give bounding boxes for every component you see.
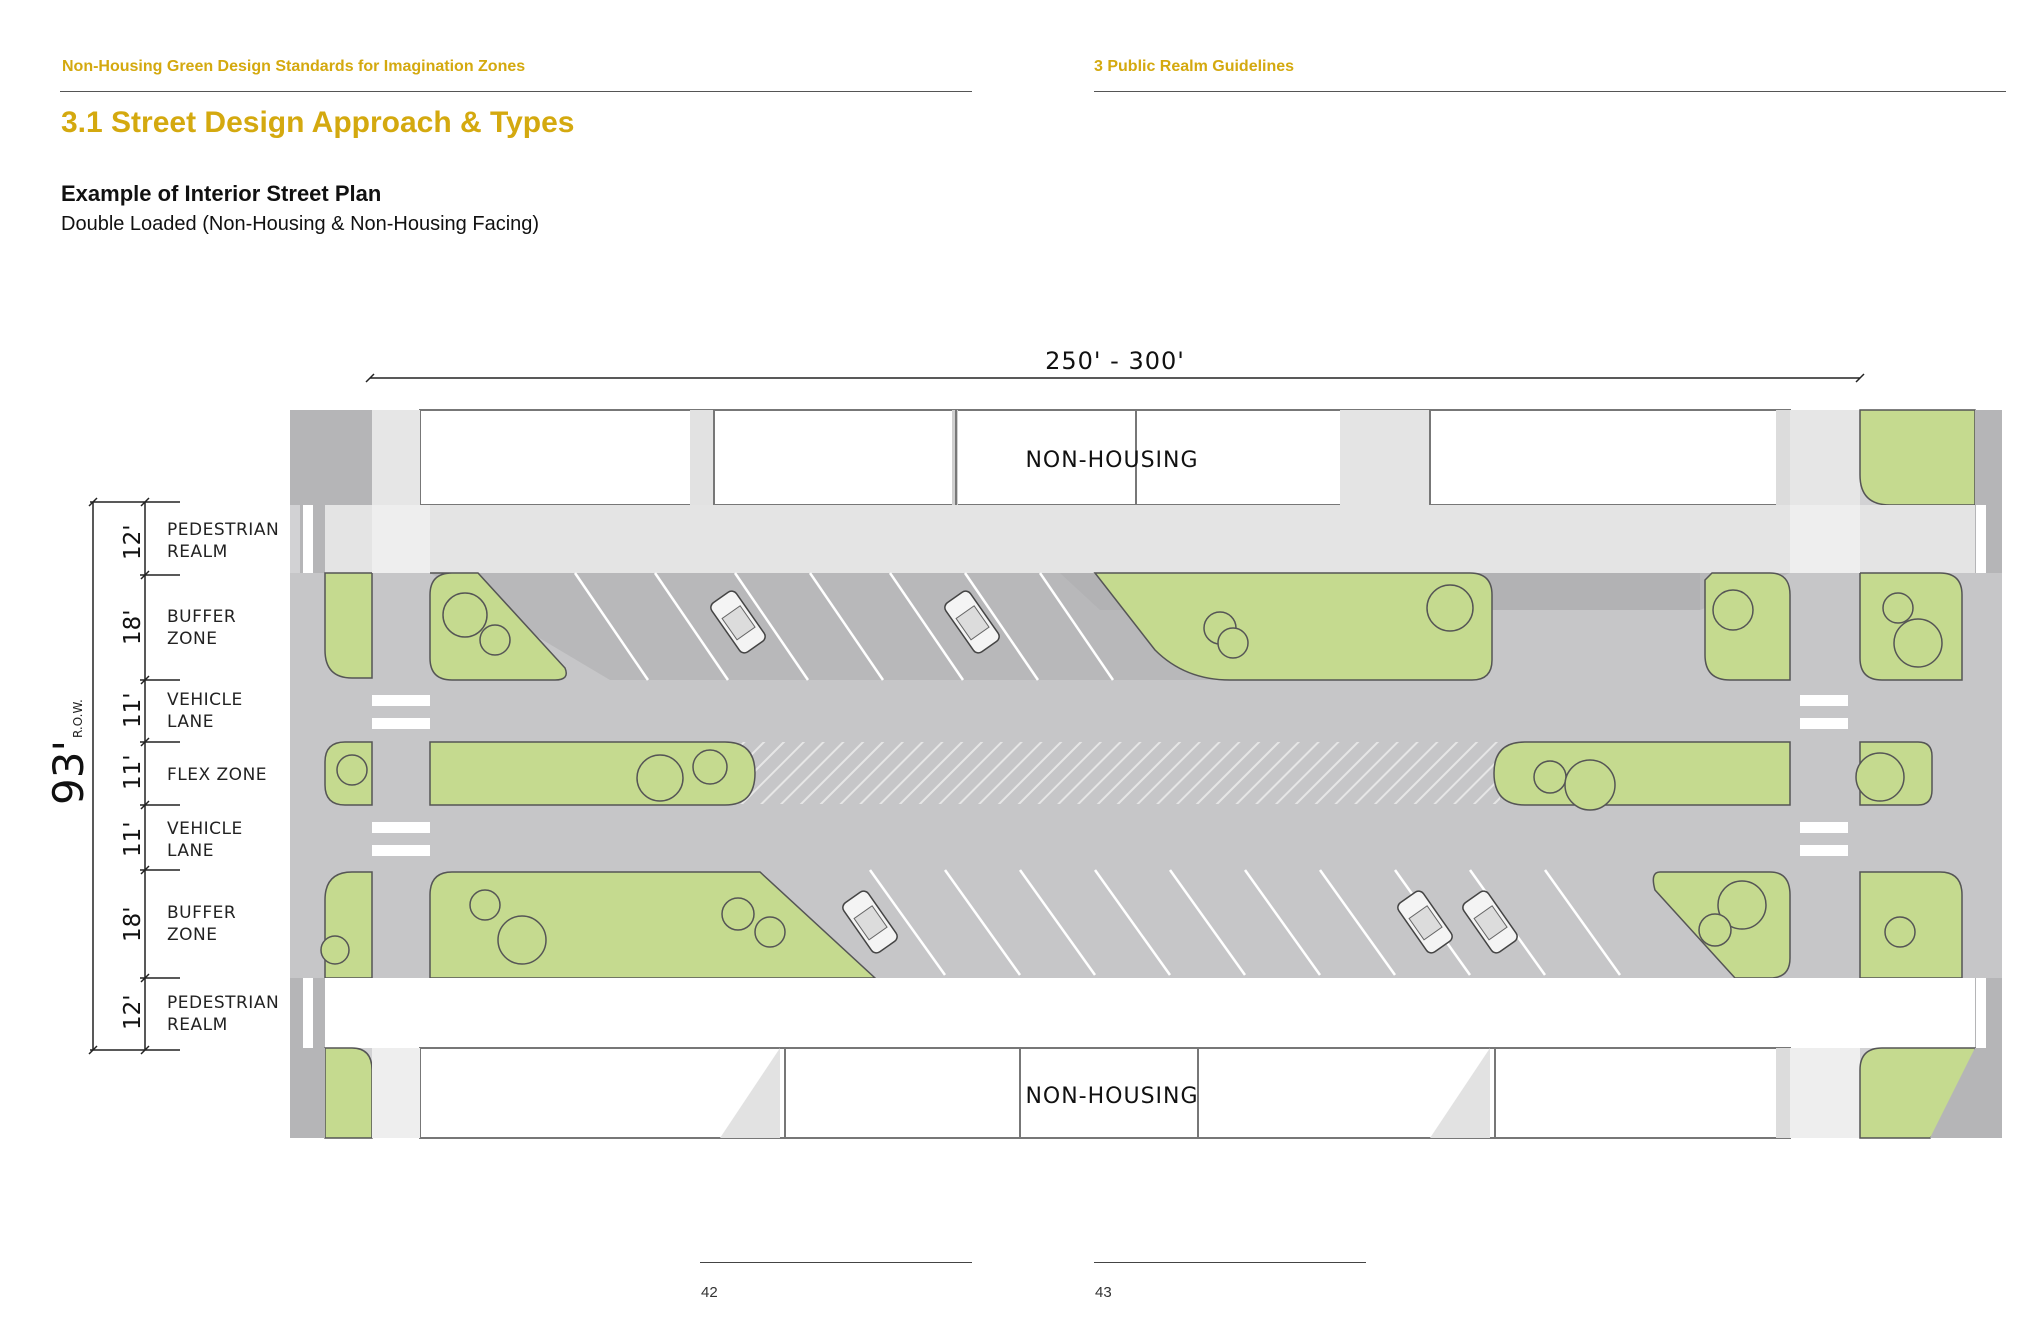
left-header-rule [60,91,972,92]
left-page-number: 42 [701,1284,718,1301]
planter-top-left-corner [324,572,373,679]
span-label: 250' - 300' [1045,347,1185,375]
planter-top-right [1704,572,1791,681]
row-dimension-lines [88,497,180,1055]
right-footer-rule [1094,1262,1366,1263]
crosswalk-markings [372,695,1848,856]
parked-cars [710,590,1518,954]
zone-widths: 12' 18' 11' 11' 11' 18' 12' [120,524,146,1030]
right-page-number: 43 [1095,1284,1112,1301]
planter-top-middle [1093,572,1493,681]
street-trees [320,584,1943,965]
zone-name: VEHICLE [167,819,243,839]
zone-name: LANE [167,841,214,861]
left-running-head: Non-Housing Green Design Standards for I… [62,58,526,75]
parking-stripes-top [573,572,1115,681]
zone-name: FLEX ZONE [167,765,267,785]
row-total: 93' [44,740,93,805]
bottom-building-label: NON-HOUSING [1025,1084,1198,1109]
bottom-pedestrian-realm [325,978,1975,1048]
corner-planting-sw [324,1047,373,1139]
zone-name: PEDESTRIAN [167,520,279,540]
row-abbrev: R.O.W. [71,699,85,738]
top-pedestrian-realm [325,505,1860,573]
zone-name: ZONE [167,925,218,945]
zone-name: ZONE [167,629,218,649]
zone-width: 12' [120,994,146,1030]
right-running-head: 3 Public Realm Guidelines [1094,58,1295,75]
zone-name: REALM [167,1015,228,1035]
zone-width: 11' [120,821,146,857]
zone-name: LANE [167,712,214,732]
top-building-label: NON-HOUSING [1025,448,1198,473]
zone-width: 18' [120,609,146,645]
section-title: 3.1 Street Design Approach & Types [61,106,575,139]
bottom-building-block [419,1047,1791,1139]
zone-name: VEHICLE [167,690,243,710]
top-building-block [419,409,1791,506]
zone-width: 18' [120,906,146,942]
zone-width: 11' [120,692,146,728]
corner-nw [290,410,372,505]
zone-name: REALM [167,542,228,562]
zone-names: PEDESTRIAN REALM BUFFER ZONE VEHICLE LAN… [167,520,279,1035]
zone-name: PEDESTRIAN [167,993,279,1013]
figure-title: Example of Interior Street Plan [61,181,382,206]
right-header-rule [1094,91,2006,92]
zone-width: 11' [120,754,146,790]
figure-subtitle: Double Loaded (Non-Housing & Non-Housing… [61,213,540,235]
zone-name: BUFFER [167,607,236,627]
zone-name: BUFFER [167,903,236,923]
left-footer-rule [700,1262,972,1263]
flex-zone-hatch [720,742,1500,804]
corner-planting-ne [1859,409,1976,506]
zone-width: 12' [120,524,146,560]
